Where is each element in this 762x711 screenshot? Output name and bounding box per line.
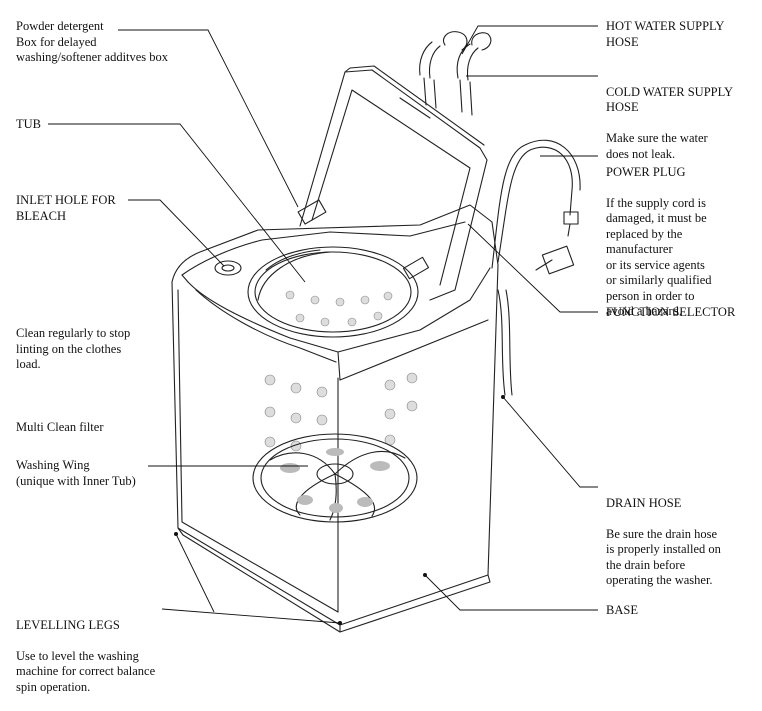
label-drain-hose-title: DRAIN HOSE <box>606 495 682 510</box>
leader-powder <box>118 29 299 208</box>
wing-holes <box>280 448 390 513</box>
leader-drain <box>502 396 598 488</box>
label-function-selector: FUNCTION SELECTOR <box>606 305 736 319</box>
label-cold-water-hose: COLD WATER SUPPLY HOSE Make sure the wat… <box>606 69 733 178</box>
leader-base <box>424 574 598 611</box>
label-washing-wing: Washing Wing (unique with Inner Tub) <box>16 458 136 488</box>
label-clean-regularly: Clean regularly to stop linting on the c… <box>16 326 131 371</box>
leader-bleach <box>128 199 225 267</box>
label-cold-water-hose-desc: Make sure the water does not leak. <box>606 131 708 161</box>
lid <box>297 65 488 301</box>
label-multi-clean-filter: Multi Clean filter <box>16 420 104 434</box>
label-levelling-legs: LEVELLING LEGS Use to level the washing … <box>16 602 155 711</box>
top-panel <box>181 221 491 381</box>
label-drain-hose: DRAIN HOSE Be sure the drain hose is pro… <box>606 480 721 604</box>
label-hot-water-hose: HOT WATER SUPPLY HOSE <box>606 19 725 49</box>
washing-machine-diagram <box>48 25 598 633</box>
label-power-plug: POWER PLUG If the supply cord is damaged… <box>606 149 712 335</box>
leader-function <box>467 223 598 313</box>
leader-dots <box>174 395 505 625</box>
cabinet <box>171 204 499 633</box>
tub-holes <box>264 290 418 452</box>
bleach-inlet <box>214 260 242 276</box>
washing-wing <box>252 433 418 523</box>
water-hoses <box>419 31 492 116</box>
label-power-plug-title: POWER PLUG <box>606 164 686 179</box>
leader-legs <box>161 608 341 624</box>
drain-hose <box>497 289 513 396</box>
leader-hot <box>461 25 598 55</box>
label-drain-hose-desc: Be sure the drain hose is properly insta… <box>606 526 721 588</box>
power-cord <box>491 139 581 275</box>
label-cold-water-hose-title: COLD WATER SUPPLY HOSE <box>606 84 734 115</box>
label-base: BASE <box>606 603 638 617</box>
leader-tub <box>48 123 306 283</box>
label-powder-detergent-box: Powder detergent Box for delayed washing… <box>16 19 169 64</box>
label-inlet-hole-bleach: INLET HOLE FOR BLEACH <box>16 193 116 223</box>
tub-opening <box>247 246 419 338</box>
label-power-plug-desc: If the supply cord is damaged, it must b… <box>606 195 712 319</box>
label-tub: TUB <box>16 117 41 131</box>
leader-lines <box>48 25 598 624</box>
label-levelling-legs-title: LEVELLING LEGS <box>16 617 120 632</box>
leader-legs-2 <box>175 533 215 613</box>
